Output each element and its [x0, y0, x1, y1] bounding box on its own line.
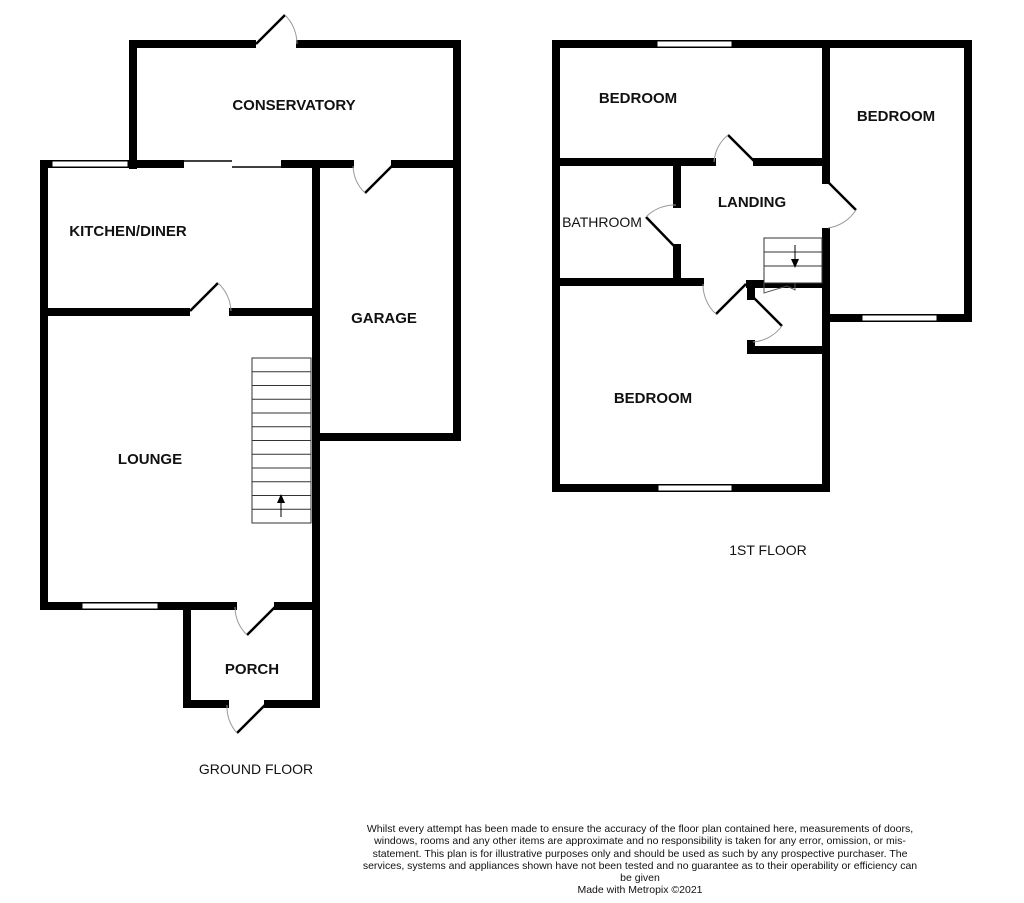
- room-label-landing: LANDING: [718, 194, 786, 211]
- ground-floor-stairs: [251, 357, 312, 524]
- room-label-bedroom-right: BEDROOM: [857, 108, 935, 125]
- room-label-conservatory: CONSERVATORY: [232, 97, 355, 114]
- windows: [51, 160, 285, 610]
- doors: [645, 134, 857, 343]
- room-label-bathroom: BATHROOM: [562, 214, 642, 230]
- room-label-lounge: LOUNGE: [118, 451, 182, 468]
- walls: [40, 40, 461, 708]
- credit-text: Made with Metropix ©2021: [577, 884, 703, 897]
- room-label-bedroom-main: BEDROOM: [614, 390, 692, 407]
- room-label-porch: PORCH: [225, 661, 279, 678]
- first-floor-stairs: [763, 237, 823, 294]
- stairs-down-arrow-icon: [791, 259, 799, 268]
- room-label-bedroom-top: BEDROOM: [599, 90, 677, 107]
- disclaimer: Whilst every attempt has been made to en…: [360, 823, 920, 897]
- disclaimer-text: Whilst every attempt has been made to en…: [362, 823, 918, 885]
- ground-floor-plan: CONSERVATORY KITCHEN/DINER GARAGE LOUNGE…: [40, 14, 461, 777]
- room-label-garage: GARAGE: [351, 310, 417, 327]
- windows: [656, 40, 938, 492]
- ground-floor-title: GROUND FLOOR: [199, 761, 313, 777]
- room-label-kitchen-diner: KITCHEN/DINER: [69, 223, 187, 240]
- doors: [189, 14, 393, 734]
- stairs-up-arrow-icon: [277, 494, 285, 503]
- first-floor-plan: BEDROOM BEDROOM LANDING BATHROOM BEDROOM…: [552, 40, 972, 558]
- first-floor-title: 1ST FLOOR: [729, 542, 807, 558]
